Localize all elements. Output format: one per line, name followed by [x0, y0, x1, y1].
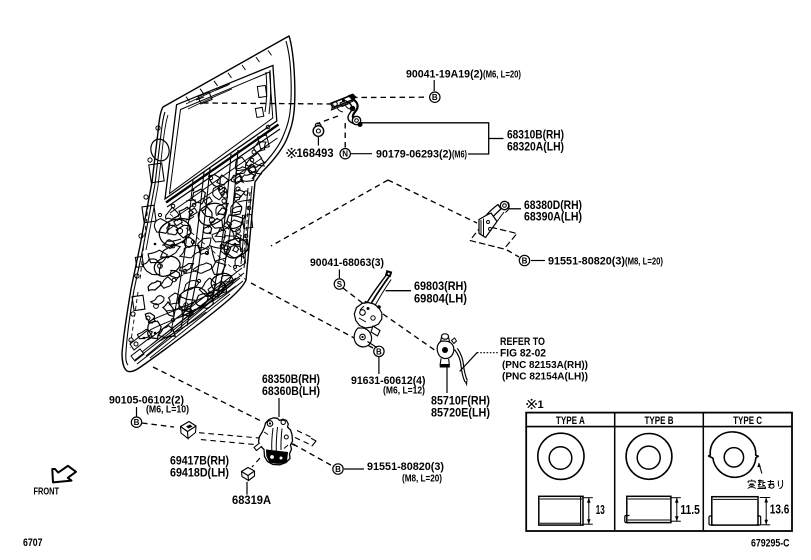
- svg-text:N: N: [342, 150, 348, 159]
- svg-text:679295-C: 679295-C: [751, 538, 790, 550]
- svg-text:68319A: 68319A: [232, 493, 271, 507]
- svg-text:91631-60612(4): 91631-60612(4): [351, 375, 426, 387]
- svg-text:(M6): (M6): [452, 149, 467, 161]
- svg-text:90041-19A19(2): 90041-19A19(2): [406, 69, 483, 81]
- svg-text:68380D(RH): 68380D(RH): [524, 198, 582, 212]
- svg-text:68360B(LH): 68360B(LH): [262, 386, 320, 398]
- svg-text:TYPE C: TYPE C: [733, 415, 762, 427]
- svg-text:(PNC 82153A(RH)): (PNC 82153A(RH)): [502, 359, 588, 371]
- svg-text:TYPE B: TYPE B: [645, 415, 674, 427]
- svg-text:REFER TO: REFER TO: [500, 336, 545, 348]
- svg-text:68320A(LH): 68320A(LH): [507, 140, 564, 154]
- svg-text:(M8, L=20): (M8, L=20): [625, 256, 663, 268]
- svg-text:13.6: 13.6: [770, 502, 790, 517]
- svg-text:1: 1: [538, 399, 544, 411]
- svg-text:B: B: [376, 347, 382, 356]
- svg-text:90041-68063(3): 90041-68063(3): [310, 257, 384, 269]
- svg-text:69804(LH): 69804(LH): [414, 292, 467, 306]
- svg-text:FIG 82-02: FIG 82-02: [500, 348, 546, 360]
- svg-text:B: B: [134, 418, 140, 427]
- svg-text:S: S: [337, 280, 343, 289]
- svg-text:85720E(LH): 85720E(LH): [431, 406, 490, 420]
- svg-text:68350B(RH): 68350B(RH): [262, 374, 320, 386]
- svg-text:(M6, L=10): (M6, L=10): [146, 405, 189, 416]
- svg-text:91551-80820(3): 91551-80820(3): [367, 461, 444, 473]
- svg-text:13: 13: [596, 502, 605, 517]
- svg-text:68310B(RH): 68310B(RH): [507, 128, 564, 142]
- svg-text:FRONT: FRONT: [34, 487, 60, 498]
- svg-text:69418D(LH): 69418D(LH): [170, 466, 229, 480]
- svg-text:90179-06293(2): 90179-06293(2): [376, 149, 452, 161]
- svg-text:90105-06102(2): 90105-06102(2): [109, 395, 184, 407]
- svg-text:(PNC 82154A(LH)): (PNC 82154A(LH)): [502, 371, 588, 383]
- svg-text:85710F(RH): 85710F(RH): [431, 394, 490, 408]
- svg-text:(M8, L=20): (M8, L=20): [402, 474, 442, 485]
- svg-text:69417B(RH): 69417B(RH): [170, 454, 229, 468]
- svg-text:(M6, L=12): (M6, L=12): [383, 386, 425, 397]
- svg-text:B: B: [335, 465, 341, 474]
- svg-text:11.5: 11.5: [680, 502, 700, 517]
- svg-text:(M6, L=20): (M6, L=20): [483, 69, 521, 81]
- svg-text:6707: 6707: [23, 537, 43, 549]
- svg-text:68390A(LH): 68390A(LH): [524, 210, 582, 224]
- svg-text:91551-80820(3): 91551-80820(3): [548, 256, 625, 268]
- svg-text:69803(RH): 69803(RH): [414, 279, 467, 293]
- svg-text:168493: 168493: [297, 146, 334, 160]
- svg-text:B: B: [522, 256, 528, 265]
- svg-text:B: B: [432, 93, 438, 102]
- svg-text:TYPE A: TYPE A: [556, 415, 585, 427]
